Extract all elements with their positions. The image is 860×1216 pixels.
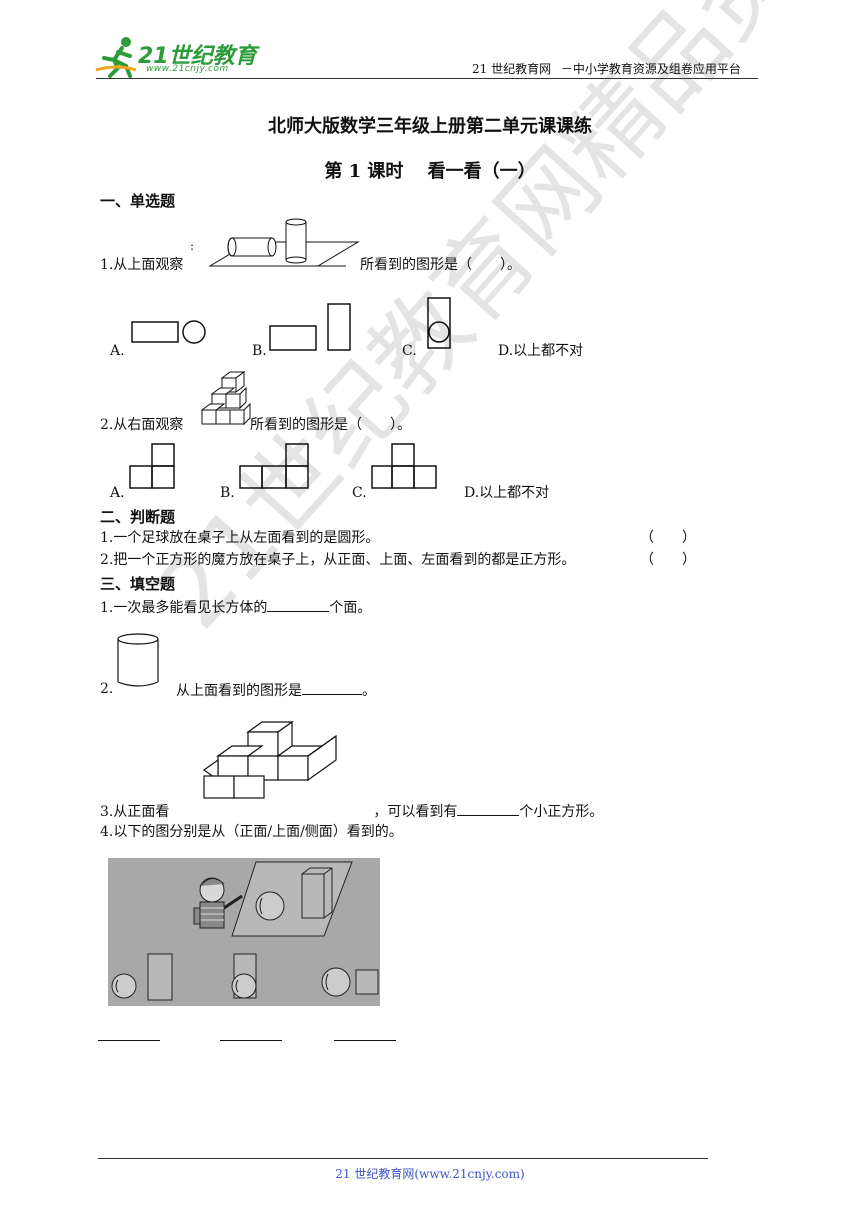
logo-url: www.21cnjy.com (146, 64, 229, 74)
fill-q4: 4.以下的图分别是从（正面/上面/侧面）看到的。 (100, 824, 403, 840)
q1-option-b-figure (269, 303, 351, 351)
section1-heading: 一、单选题 (100, 192, 176, 210)
footer-rule (98, 1158, 708, 1159)
q1-stem-a: 1.从上面观察 (100, 257, 184, 273)
q2-option-c-figure (371, 443, 437, 489)
fill-q2-num: 2. (100, 681, 114, 697)
fill-q2: 从上面看到的图形是 。 (176, 680, 376, 700)
fill-q1-text-b: 个面。 (329, 600, 372, 616)
q2-option-d[interactable]: D.以上都不对 (464, 485, 550, 501)
page-title: 北师大版数学三年级上册第二单元课课练 (268, 116, 592, 137)
fill-q3: 3.从正面看 ，可以看到有 个小正方形。 (100, 801, 603, 821)
fill-q2-blank[interactable] (302, 680, 362, 695)
fill-q4-blank-3[interactable] (334, 1040, 396, 1041)
fill-q2-text-a: 从上面看到的图形是 (176, 683, 302, 699)
fill-q1: 1.一次最多能看见长方体的 个面。 (100, 597, 371, 617)
q1-option-b[interactable]: B. (252, 343, 267, 359)
header-tagline: －中小学教育资源及组卷应用平台 (560, 62, 741, 76)
views-photo (108, 858, 380, 1006)
logo-text: 21世纪教育 (138, 44, 257, 69)
fill-q4-blank-1[interactable] (98, 1040, 160, 1041)
cube-steps-figure (202, 720, 337, 799)
section3-heading: 三、填空题 (100, 575, 176, 593)
fill-q1-blank[interactable] (267, 597, 330, 612)
q2-stem-b: 所看到的图形是（ ）。 (250, 417, 411, 433)
fill-q3-text-b: ，可以看到有 (373, 804, 458, 820)
svg-text::: : (190, 239, 194, 253)
logo: 21世纪教育 www.21cnjy.com (95, 36, 266, 78)
q1-option-d[interactable]: D.以上都不对 (498, 343, 584, 359)
judge-item-2-paren[interactable]: （ ） (640, 552, 696, 568)
q1-option-a[interactable]: A. (110, 343, 125, 359)
q2-option-b-figure (239, 443, 309, 489)
header-site: 21 世纪教育网 －中小学教育资源及组卷应用平台 (472, 60, 741, 78)
section2-heading: 二、判断题 (100, 508, 176, 526)
q1-option-a-figure (131, 320, 206, 344)
q2-option-b[interactable]: B. (220, 485, 235, 501)
q1-figure-cylinders-on-table: : (190, 218, 360, 267)
fill-q2-text-b: 。 (362, 683, 376, 699)
fill-q3-text-c: 个小正方形。 (519, 804, 604, 820)
q2-option-c[interactable]: C. (352, 485, 367, 501)
judge-item-2: 2.把一个正方形的魔方放在桌子上，从正面、上面、左面看到的都是正方形。 (100, 552, 576, 568)
fill-q3-text-a: 3.从正面看 (100, 804, 170, 820)
q2-stem-a: 2.从右面观察 (100, 417, 184, 433)
q2-option-a[interactable]: A. (110, 485, 125, 501)
q1-stem-b: 所看到的图形是（ ）。 (360, 257, 521, 273)
page-subtitle: 第 1 课时 看一看（一） (324, 161, 536, 182)
cylinder-figure (117, 633, 159, 687)
fill-q3-blank[interactable] (457, 801, 520, 816)
judge-item-1: 1.一个足球放在桌子上从左面看到的是圆形。 (100, 530, 380, 546)
q1-option-c-figure (427, 297, 451, 349)
q2-option-a-figure (129, 443, 175, 489)
header-site-name: 21 世纪教育网 (472, 62, 552, 76)
child-pointing-icon (193, 877, 243, 929)
judge-item-1-paren[interactable]: （ ） (640, 530, 696, 546)
q1-option-c[interactable]: C. (402, 343, 417, 359)
footer-text[interactable]: 21 世纪教育网(www.21cnjy.com) (335, 1167, 525, 1181)
q2-figure-cube-stack (200, 371, 251, 426)
fill-q1-text-a: 1.一次最多能看见长方体的 (100, 600, 268, 616)
runner-icon (95, 37, 137, 78)
header-rule (96, 78, 758, 79)
fill-q4-blank-2[interactable] (220, 1040, 282, 1041)
